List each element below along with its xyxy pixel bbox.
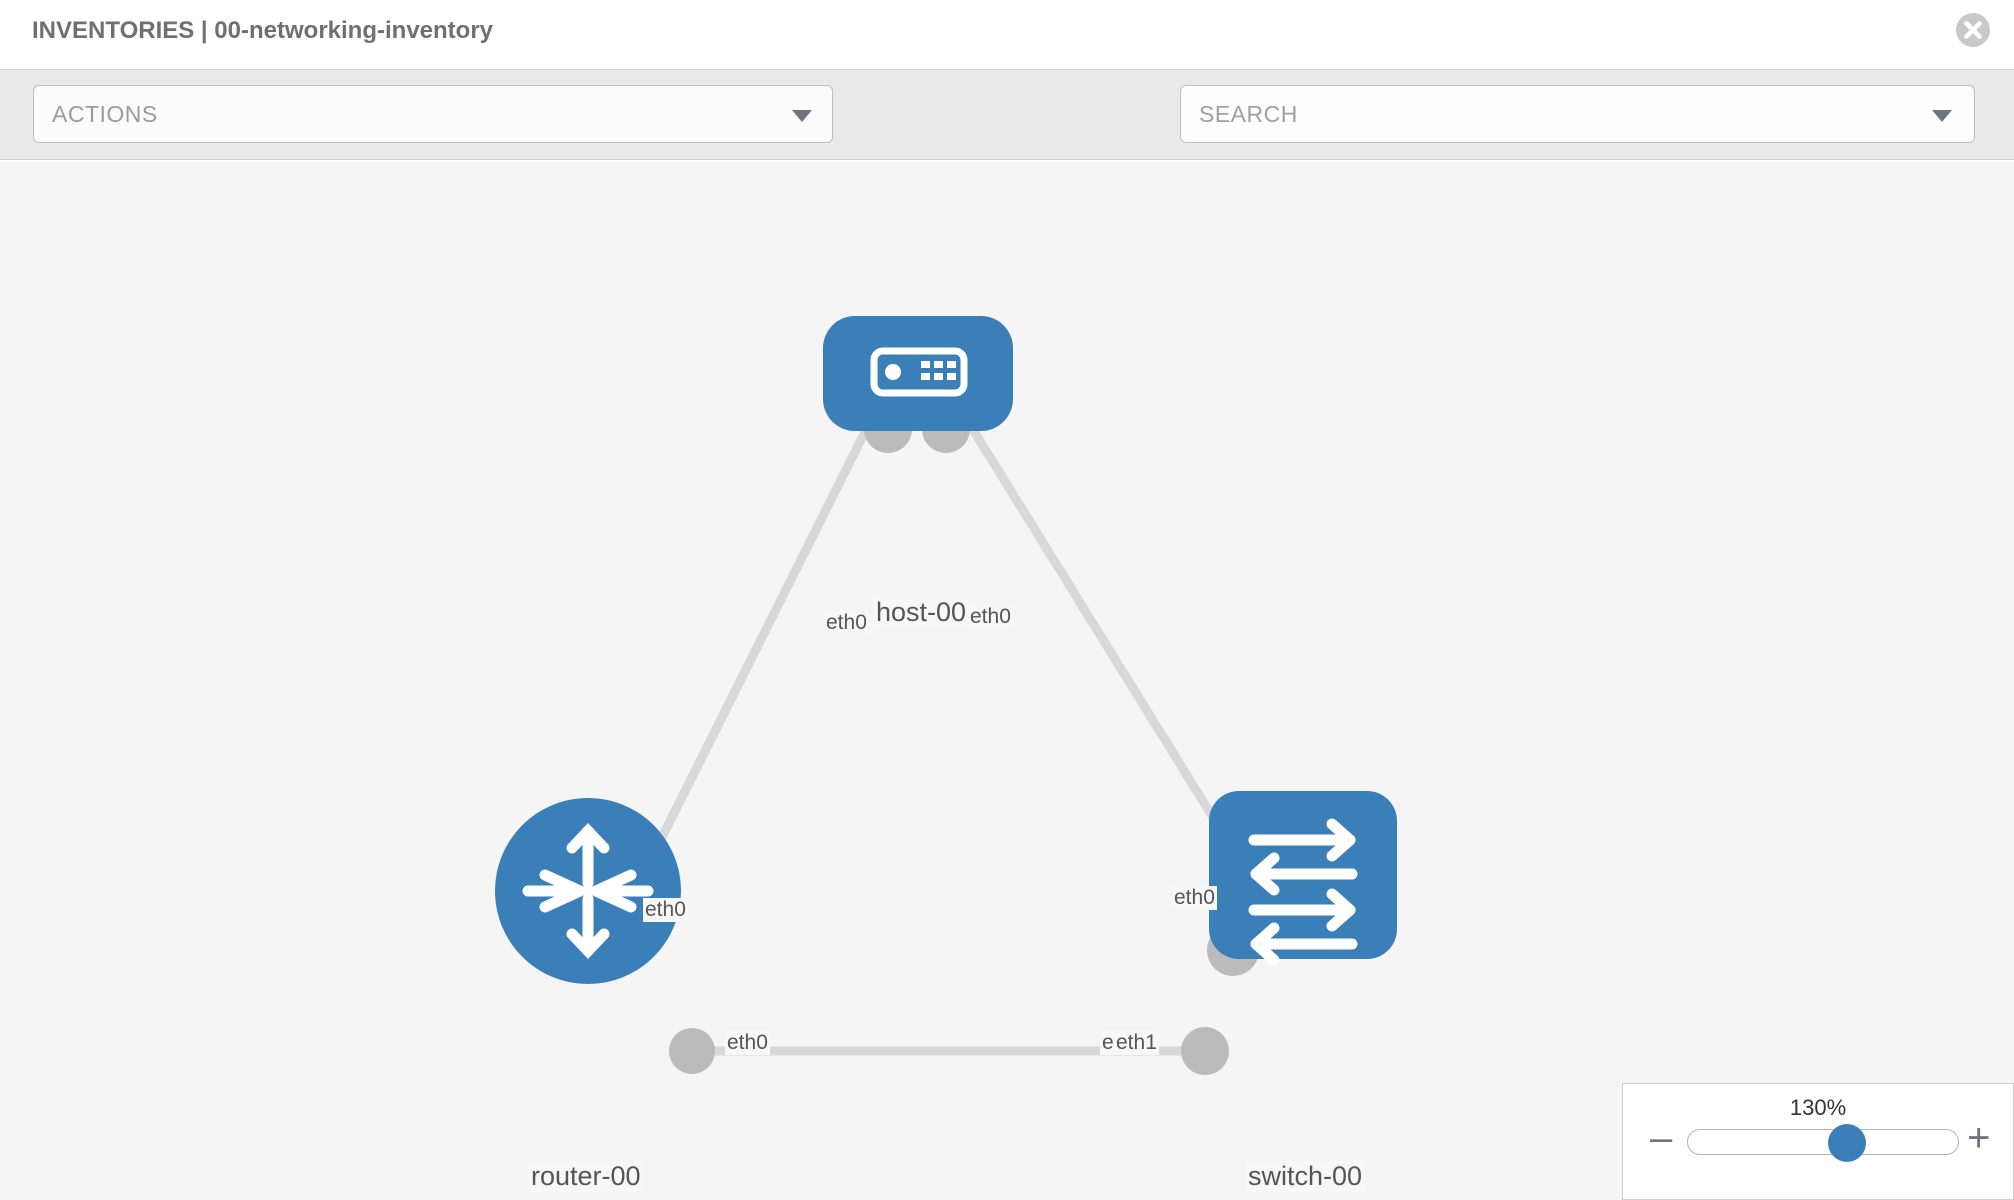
actions-dropdown-label: ACTIONS: [52, 101, 158, 127]
zoom-slider-thumb[interactable]: [1828, 1124, 1867, 1162]
close-circle-icon: [1956, 13, 1990, 47]
search-placeholder: SEARCH: [1199, 101, 1298, 127]
server-icon: [870, 347, 968, 397]
link-label-host-eth0-right: eth0: [968, 605, 1013, 629]
page-header: INVENTORIES | 00-networking-inventory: [0, 0, 2014, 70]
chevron-down-icon: [1932, 110, 1952, 122]
node-label-switch-00: switch-00: [1245, 1161, 1366, 1192]
link-label-switch-eth0-up: eth0: [1172, 886, 1217, 910]
link-label-host-eth0-left: eth0: [824, 611, 869, 635]
chevron-down-icon: [792, 110, 812, 122]
page-title: INVENTORIES | 00-networking-inventory: [32, 17, 494, 44]
search-input[interactable]: SEARCH: [1180, 85, 1975, 143]
node-router-00[interactable]: [495, 798, 681, 984]
toolbar: ACTIONS SEARCH: [0, 70, 2014, 197]
close-icon[interactable]: [1954, 11, 1992, 49]
connector-router-eth0[interactable]: [669, 1028, 715, 1074]
link-host-switch[interactable]: [942, 383, 1244, 864]
node-label-router-00: router-00: [528, 1161, 644, 1192]
link-label-router-eth0-up: eth0: [643, 898, 688, 922]
zoom-level-value: 130%: [1789, 1095, 1847, 1120]
connector-switch-eth1[interactable]: [1181, 1027, 1229, 1075]
zoom-slider-track[interactable]: [1687, 1124, 1959, 1162]
router-arrows-icon: [522, 822, 654, 960]
topology-canvas[interactable]: host-00 router-00 switch-00 eth0 eth0 et…: [0, 161, 2014, 1200]
link-host-router[interactable]: [635, 383, 893, 884]
switch-arrows-icon: [1248, 818, 1358, 966]
link-label-router-eth0-right: eth0: [725, 1031, 770, 1055]
node-label-host-00: host-00: [873, 597, 970, 628]
topology-graph: [495, 316, 1397, 1075]
link-label-switch-eth1-left: eth1: [1114, 1031, 1159, 1055]
node-switch-00[interactable]: [1209, 791, 1397, 966]
node-host-00[interactable]: [823, 316, 1013, 431]
actions-dropdown[interactable]: ACTIONS: [33, 85, 833, 143]
zoom-out-button[interactable]: –: [1650, 1116, 1673, 1160]
zoom-in-button[interactable]: +: [1967, 1116, 1991, 1160]
